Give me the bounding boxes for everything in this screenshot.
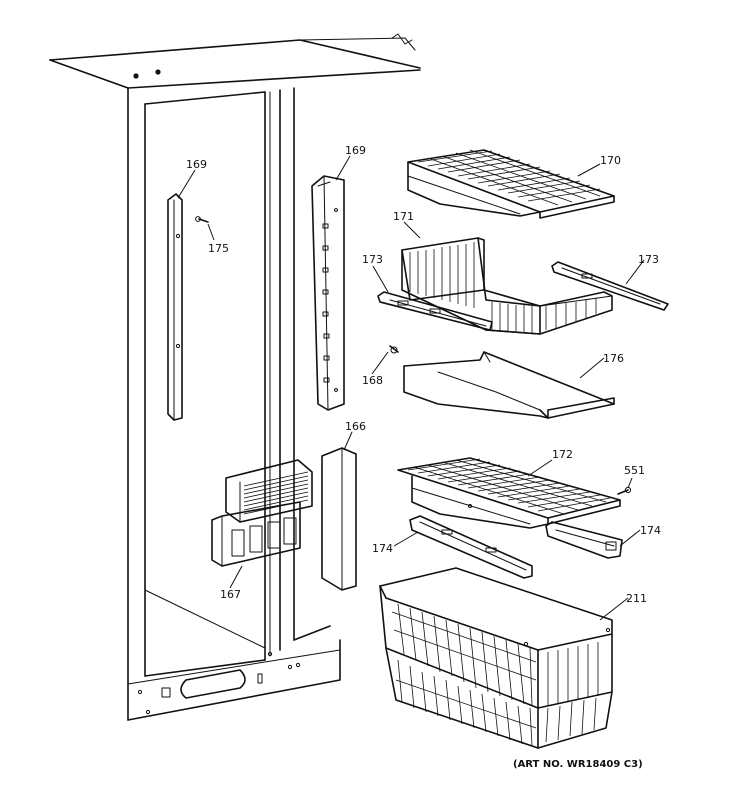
callout-173-right: 173	[638, 253, 659, 266]
callout-167: 167	[220, 588, 241, 601]
callout-174-right: 174	[640, 524, 661, 537]
wire-basket-171	[401, 237, 613, 335]
shelf-support-rail-left	[167, 193, 183, 421]
shelf-frame-176	[403, 351, 615, 419]
slide-rail-173-right	[551, 261, 669, 311]
callout-171: 171	[393, 210, 414, 223]
leader-lines	[177, 155, 645, 621]
callout-168: 168	[362, 374, 383, 387]
slide-rail-174-left	[409, 515, 533, 579]
callout-169-right: 169	[345, 144, 366, 157]
callout-551: 551	[624, 464, 645, 477]
art-number: (ART NO. WR18409 C3)	[513, 759, 643, 770]
callout-166: 166	[345, 420, 366, 433]
callout-173-left: 173	[362, 253, 383, 266]
slide-rail-174-right	[545, 521, 623, 559]
callout-172: 172	[552, 448, 573, 461]
callout-211: 211	[626, 592, 647, 605]
callout-174-left: 174	[372, 542, 393, 555]
duct-cover-166	[321, 447, 357, 591]
wire-shelf-172	[397, 457, 621, 529]
refrigerator-cabinet	[49, 33, 421, 721]
callout-176: 176	[603, 352, 624, 365]
callout-169-left: 169	[186, 158, 207, 171]
wire-basket-211	[379, 567, 613, 749]
screw-551	[617, 486, 632, 495]
screw-168	[389, 345, 399, 354]
callout-175: 175	[208, 242, 229, 255]
screw-175	[195, 216, 209, 223]
wire-shelf-170	[407, 149, 615, 219]
callout-170: 170	[600, 154, 621, 167]
shelf-support-rail-right	[311, 175, 345, 411]
air-diffuser-167	[211, 459, 313, 567]
callout-labels: 169 175 169 170 171 173 173 168 176 166 …	[186, 144, 661, 605]
slide-rail-173-left	[377, 291, 493, 331]
